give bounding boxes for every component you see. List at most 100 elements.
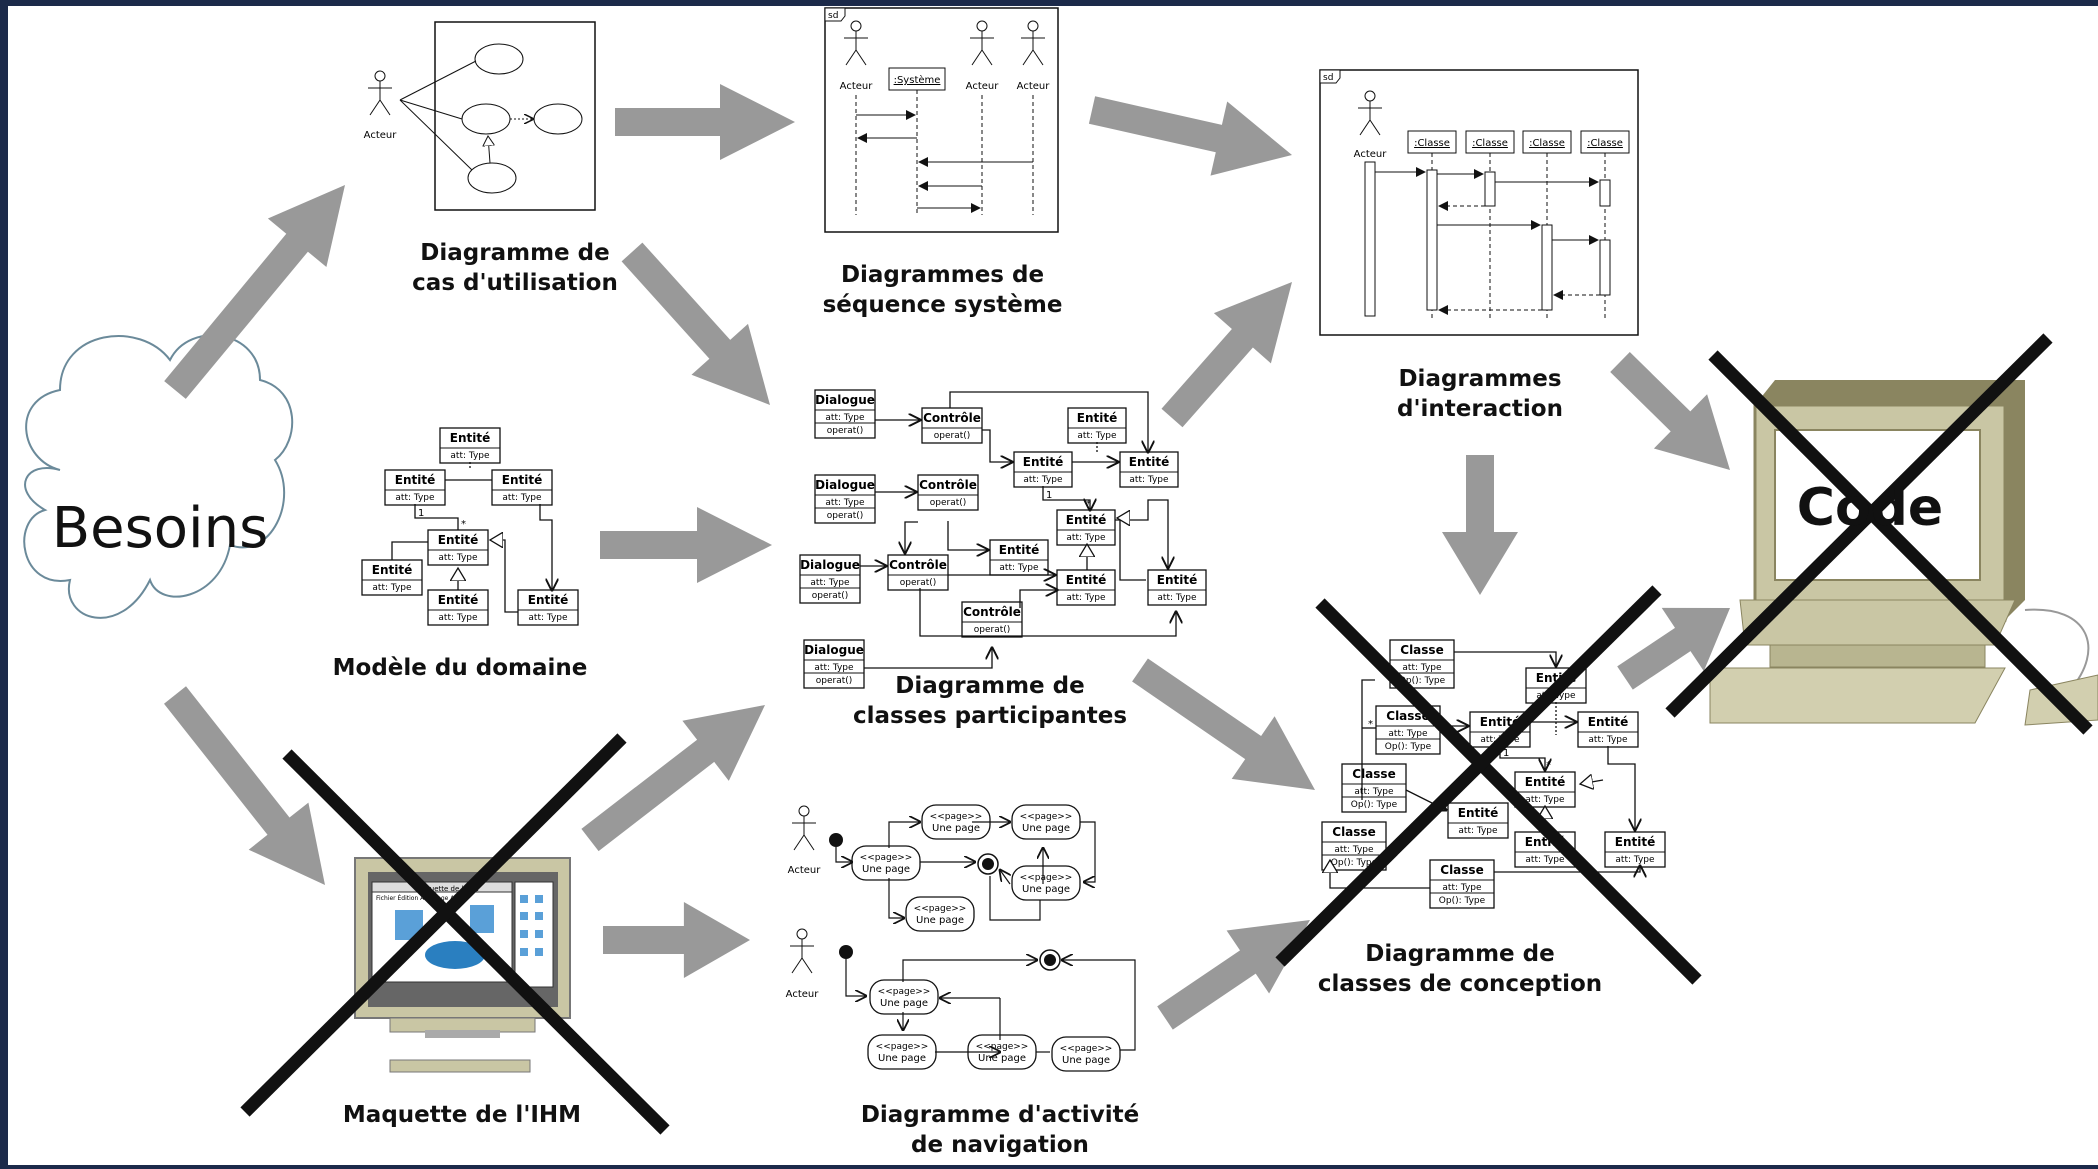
svg-text:Une page: Une page <box>880 998 928 1009</box>
svg-text:att: Type: att: Type <box>810 578 850 588</box>
svg-text:1: 1 <box>1503 748 1509 759</box>
svg-text:Une page: Une page <box>1062 1055 1110 1066</box>
flow-arrow <box>1132 658 1315 790</box>
svg-text:operat(): operat() <box>900 578 937 588</box>
svg-text:Une page: Une page <box>932 823 980 834</box>
svg-text:att: Type: att: Type <box>1023 475 1063 485</box>
flow-arrow <box>600 507 772 583</box>
svg-text:<<page>>: <<page>> <box>876 1042 929 1052</box>
svg-text:operat(): operat() <box>816 676 853 686</box>
svg-text:Fichier Édition Affichage A: Fichier Édition Affichage Aide <box>376 894 464 902</box>
svg-text:1: 1 <box>1046 490 1052 501</box>
svg-text:operat(): operat() <box>934 431 971 441</box>
interaction-thumbnail: sd Acteur :Classe :Classe :Classe :Class… <box>1319 69 1639 336</box>
svg-text:att: Type: att: Type <box>1334 845 1374 855</box>
svg-text:att: Type: att: Type <box>814 663 854 673</box>
svg-text::Classe: :Classe <box>1414 138 1450 149</box>
svg-text:Entité: Entité <box>372 563 412 577</box>
svg-text:Une page: Une page <box>1022 823 1070 834</box>
flow-arrow <box>1157 920 1310 1030</box>
svg-text:Une page: Une page <box>916 915 964 926</box>
flow-arrow <box>603 902 750 978</box>
svg-text::Classe: :Classe <box>1587 138 1623 149</box>
svg-text:Entité: Entité <box>1066 513 1106 527</box>
svg-text:Dialogue: Dialogue <box>800 558 860 572</box>
flow-arrows <box>164 84 1730 1030</box>
flow-arrow <box>1617 607 1730 690</box>
svg-text:sd: sd <box>828 11 838 21</box>
class-box: Entité att: Type <box>427 529 489 566</box>
flow-arrow <box>615 84 795 160</box>
svg-text:Entité: Entité <box>999 543 1039 557</box>
svg-text:att: Type: att: Type <box>1066 533 1106 543</box>
svg-text:operat(): operat() <box>974 625 1011 635</box>
cross-code <box>1665 333 2093 735</box>
svg-text:Entité: Entité <box>1480 715 1520 729</box>
svg-text:<<page>>: <<page>> <box>1060 1044 1113 1054</box>
class-box: Entité att: Type <box>989 539 1049 576</box>
page-node: <<page>>Une page <box>869 979 939 1015</box>
svg-text:Contrôle: Contrôle <box>963 605 1021 619</box>
svg-text:att: Type: att: Type <box>1442 883 1482 893</box>
class-box: Entité att: Type <box>439 427 501 464</box>
page-node: <<page>>Une page <box>905 896 975 932</box>
svg-text:Acteur: Acteur <box>966 81 1000 92</box>
page-node: <<page>>Une page <box>1011 804 1081 840</box>
svg-text:Dialogue: Dialogue <box>815 393 875 407</box>
class-box: Entité att: Type <box>1013 451 1073 488</box>
svg-text:Entité: Entité <box>450 431 490 445</box>
svg-text:att: Type: att: Type <box>1402 663 1442 673</box>
svg-text:<<page>>: <<page>> <box>878 987 931 997</box>
svg-text:att: Type: att: Type <box>1157 593 1197 603</box>
flow-arrow <box>621 242 770 405</box>
svg-text:att: Type: att: Type <box>502 493 542 503</box>
svg-text:Classe: Classe <box>1386 709 1429 723</box>
svg-text:Acteur: Acteur <box>1017 81 1051 92</box>
svg-text:att: Type: att: Type <box>1525 795 1565 805</box>
flow-arrow <box>581 705 765 852</box>
svg-text:att: Type: att: Type <box>1354 787 1394 797</box>
svg-text::Classe: :Classe <box>1472 138 1508 149</box>
svg-text:Op(): Type: Op(): Type <box>1399 676 1446 686</box>
code-label: Code <box>1796 478 1944 538</box>
svg-text:Entité: Entité <box>502 473 542 487</box>
flow-arrow <box>1442 455 1518 595</box>
svg-text:att: Type: att: Type <box>999 563 1039 573</box>
svg-text:att: Type: att: Type <box>438 553 478 563</box>
svg-text:Entité: Entité <box>438 533 478 547</box>
svg-text:att: Type: att: Type <box>1615 855 1655 865</box>
flow-arrow <box>164 686 325 885</box>
class-box: Entité att: Type <box>1056 509 1116 546</box>
svg-text:att: Type: att: Type <box>1458 826 1498 836</box>
cross-classes-conception <box>1275 585 1702 985</box>
svg-text:<<page>>: <<page>> <box>976 1042 1029 1052</box>
label-modele-domaine: Modèle du domaine <box>332 655 588 681</box>
svg-text:Entité: Entité <box>1023 455 1063 469</box>
svg-text:att: Type: att: Type <box>1588 735 1628 745</box>
besoins-cloud <box>23 334 294 619</box>
svg-text:Entité: Entité <box>1157 573 1197 587</box>
svg-text:att: Type: att: Type <box>450 451 490 461</box>
svg-text:operat(): operat() <box>930 498 967 508</box>
besoins-label: Besoins <box>51 496 269 561</box>
svg-text:Une page: Une page <box>978 1053 1026 1064</box>
svg-text:Entité: Entité <box>1129 455 1169 469</box>
svg-text:<<page>>: <<page>> <box>860 853 913 863</box>
